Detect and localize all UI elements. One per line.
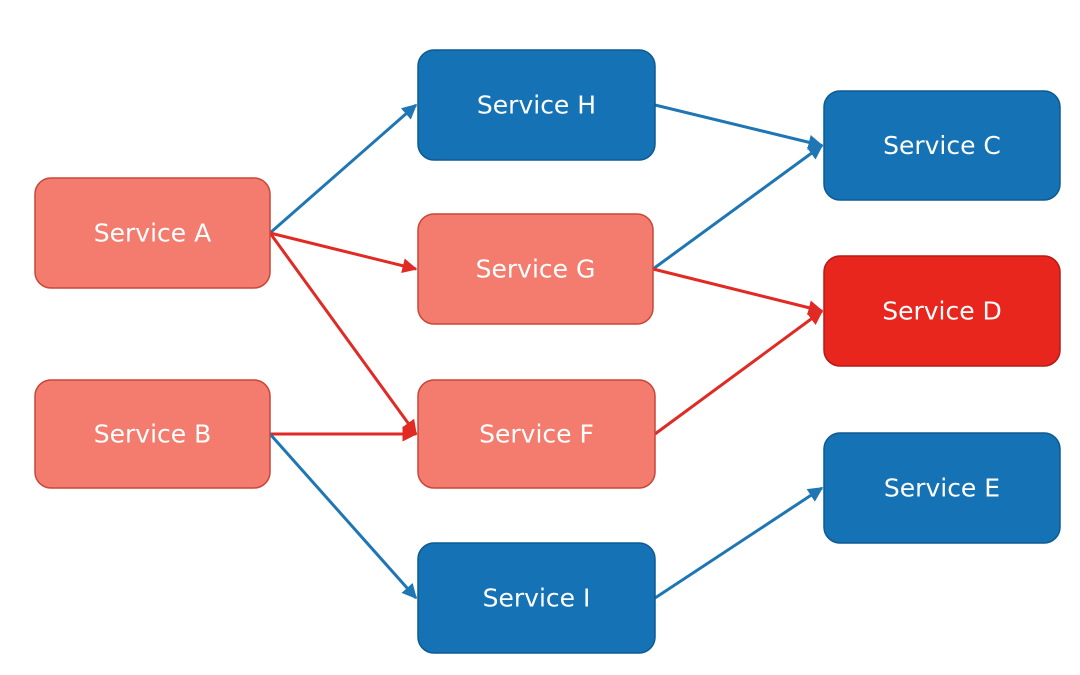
node-service-c[interactable]: Service C xyxy=(823,90,1061,201)
node-box xyxy=(823,90,1061,201)
node-label: Service E xyxy=(884,474,1000,503)
edge-f-to-d xyxy=(654,309,824,436)
node-box xyxy=(823,255,1061,367)
edges-layer xyxy=(268,103,824,600)
node-service-d[interactable]: Service D xyxy=(823,255,1061,367)
node-service-i[interactable]: Service I xyxy=(417,542,656,654)
node-service-f[interactable]: Service F xyxy=(417,379,656,489)
node-box xyxy=(34,379,271,489)
node-service-b[interactable]: Service B xyxy=(34,379,271,489)
edge-a-to-f xyxy=(268,232,418,436)
node-service-h[interactable]: Service H xyxy=(417,49,656,161)
edge-a-to-h xyxy=(269,103,418,235)
node-box xyxy=(34,177,271,289)
node-label: Service F xyxy=(479,420,594,449)
edge-g-to-d xyxy=(652,267,824,316)
node-box xyxy=(417,213,654,325)
node-service-a[interactable]: Service A xyxy=(34,177,271,289)
edge-i-to-e xyxy=(654,486,824,600)
node-label: Service C xyxy=(883,131,1001,160)
node-box xyxy=(417,379,656,489)
node-label: Service I xyxy=(483,584,591,613)
edge-b-to-i xyxy=(268,433,418,600)
node-label: Service H xyxy=(477,91,596,120)
node-service-g[interactable]: Service G xyxy=(417,213,654,325)
nodes-layer: Service A Service B Service H Service G Serv… xyxy=(34,49,1061,654)
node-box xyxy=(417,542,656,654)
edge-a-to-g xyxy=(269,231,418,274)
node-service-e[interactable]: Service E xyxy=(823,432,1061,544)
node-label: Service B xyxy=(94,420,212,449)
node-box xyxy=(417,49,656,161)
node-label: Service A xyxy=(94,219,211,248)
node-box xyxy=(823,432,1061,544)
edge-g-to-c xyxy=(652,144,824,271)
edge-h-to-c xyxy=(654,103,824,150)
node-label: Service G xyxy=(476,255,596,284)
node-label: Service D xyxy=(882,297,1002,326)
